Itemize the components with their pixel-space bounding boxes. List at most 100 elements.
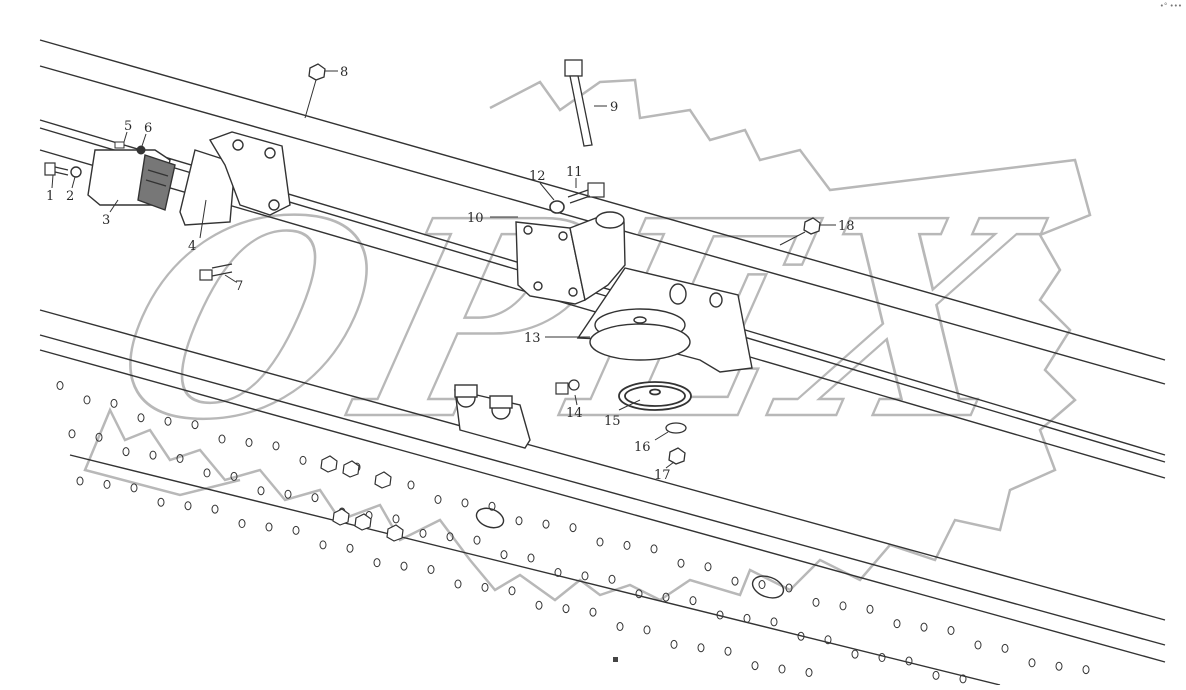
watermark: OPEX — [83, 78, 1092, 602]
rail-hole — [373, 558, 381, 568]
rail-hole — [149, 450, 157, 460]
rail-hole — [866, 604, 874, 614]
callout-2: 2 — [66, 189, 74, 204]
rail-hole — [893, 619, 901, 629]
rail-hole — [454, 579, 462, 589]
rail-hole — [284, 489, 292, 499]
washer-16 — [665, 422, 687, 434]
rail-hole — [103, 479, 111, 489]
callout-14: 14 — [566, 406, 583, 421]
rail-hole — [596, 537, 604, 547]
rail-hole — [947, 626, 955, 636]
rail-hole — [211, 504, 219, 514]
rail-hole — [319, 540, 327, 550]
rail-hole — [643, 625, 651, 635]
callout-9: 9 — [610, 100, 618, 115]
rail-hole — [704, 562, 712, 572]
rail-hole — [68, 429, 76, 439]
rail-hole — [56, 381, 64, 390]
rail-hole — [95, 432, 103, 442]
rail-hole — [272, 441, 280, 451]
frame-rail-lower — [39, 309, 1166, 686]
callout-labels: 1 2 3 4 5 6 7 8 9 10 11 12 13 14 15 16 1… — [46, 65, 855, 483]
callout-17: 17 — [654, 468, 671, 483]
rail-hole — [731, 576, 739, 586]
rail-hole — [554, 567, 562, 577]
rail-hole — [527, 553, 535, 563]
disc-15 — [618, 381, 692, 411]
rail-hole — [245, 437, 253, 447]
rail-hole — [461, 498, 469, 508]
rail-hole — [812, 597, 820, 607]
bolt-11 — [567, 182, 605, 204]
rail-hole — [542, 519, 550, 529]
rail-hole — [176, 454, 184, 463]
mount-block-3 — [87, 149, 176, 211]
rail-hole — [770, 617, 778, 627]
rail-hole — [751, 661, 759, 671]
callout-7: 7 — [235, 279, 243, 294]
bolt-7 — [199, 263, 233, 281]
rail-hole — [878, 653, 886, 663]
rail-hole — [488, 501, 496, 511]
rail-hole — [122, 447, 130, 457]
rail-hole — [76, 476, 84, 486]
leader-lines — [51, 70, 836, 469]
rail-hole — [473, 535, 481, 545]
rail-hole — [130, 483, 138, 493]
rail-hole — [311, 493, 319, 503]
rubber-mount-13 — [576, 267, 753, 373]
callout-10: 10 — [467, 211, 484, 226]
marker-dot — [613, 657, 618, 662]
callout-8: 8 — [340, 65, 348, 80]
rail-hole — [1001, 643, 1009, 653]
rail-hole — [716, 610, 724, 620]
rail-hole — [824, 635, 832, 645]
rail-hole — [677, 558, 685, 568]
crossmember-bracket — [454, 384, 531, 449]
callout-6: 6 — [144, 121, 152, 136]
slot-hole — [475, 507, 505, 529]
rail-hole — [974, 640, 982, 650]
rail-hole — [562, 604, 570, 614]
rail-hole — [500, 550, 508, 560]
washer-2 — [70, 166, 82, 178]
rail-hole — [1082, 665, 1090, 675]
rail-hole — [508, 586, 516, 596]
bracket-4 — [179, 131, 291, 226]
callout-18: 18 — [838, 219, 855, 234]
rail-hole — [110, 398, 118, 408]
bolt-14 — [555, 379, 580, 395]
rail-hole — [265, 522, 273, 532]
rail-hole — [662, 592, 670, 602]
pin-5 — [114, 141, 125, 149]
rail-hole — [230, 471, 238, 481]
rail-hole — [581, 571, 589, 581]
rail-hole — [83, 395, 91, 405]
rail-hole — [689, 596, 697, 606]
rail-hole — [758, 580, 766, 590]
nut-18 — [803, 217, 821, 235]
rail-hole — [346, 543, 354, 553]
rail-hole — [670, 639, 678, 649]
rail-hole — [851, 649, 859, 659]
rail-hole — [932, 670, 940, 680]
rail-hole — [616, 622, 624, 631]
rail-hole — [157, 497, 165, 507]
rail-hole — [299, 455, 307, 465]
rail-hole — [959, 674, 967, 684]
slot-hole — [751, 575, 785, 599]
rail-hole — [137, 413, 145, 423]
rail-hole — [1055, 661, 1063, 671]
rail-hole — [623, 540, 631, 550]
rail-hole — [446, 532, 454, 542]
rail-hole — [1028, 658, 1036, 668]
rail-hole — [515, 516, 523, 526]
nut-17 — [668, 447, 686, 465]
rail-holes — [56, 381, 1090, 684]
rail-hole — [839, 601, 847, 611]
rail-hole — [650, 544, 658, 554]
rail-hole — [697, 643, 705, 653]
